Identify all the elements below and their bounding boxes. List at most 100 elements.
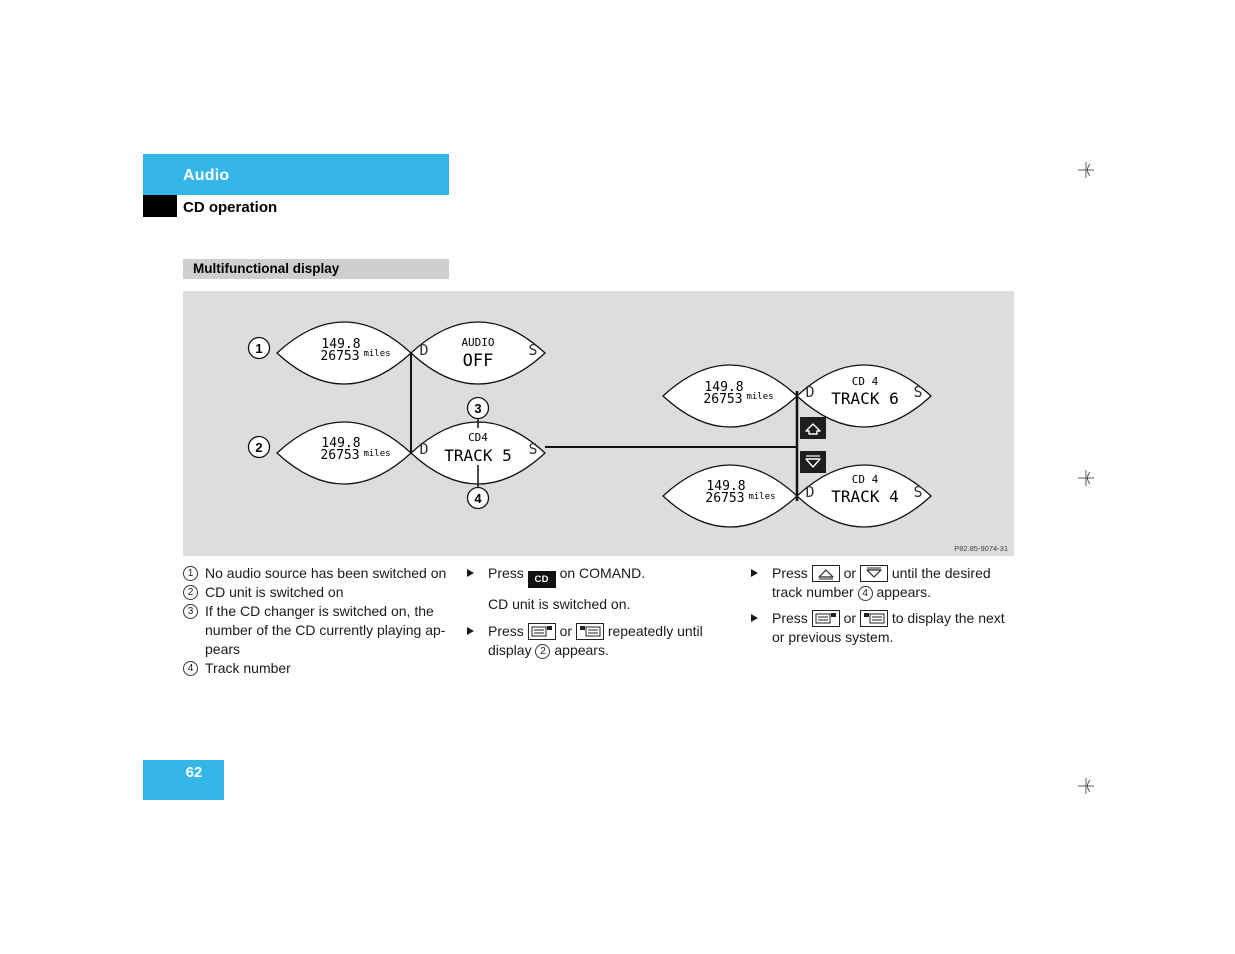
legend-text: pears <box>205 641 241 657</box>
display-2-right-lens <box>410 421 546 485</box>
subsection-title: CD operation <box>183 199 278 216</box>
instruction-step: Press CD on COMAND. <box>466 564 722 588</box>
down-key-icon <box>800 451 826 473</box>
instructions-column-3: Press or until the desired track number … <box>750 564 1012 654</box>
legend-item: 4 Track number <box>183 659 453 678</box>
callout-1: 1 <box>247 336 271 360</box>
step-text: or <box>559 623 573 639</box>
legend-text: number of the CD currently playing ap- <box>205 622 446 638</box>
cd-key-label: CD <box>534 574 549 585</box>
system-previous-key-icon <box>527 623 556 640</box>
callout-number: 2 <box>255 440 262 455</box>
step-text: to display the next <box>891 610 1005 626</box>
step-text: or <box>843 610 857 626</box>
cd-key-icon: CD <box>527 571 556 588</box>
figure-title-bar <box>183 259 449 279</box>
step-text: or previous system. <box>772 629 894 645</box>
step-text: appears. <box>876 584 931 600</box>
display-source-line: AUDIO <box>461 336 494 349</box>
display-d-label: D <box>805 483 814 501</box>
step-text: appears. <box>554 642 609 658</box>
display-reference-number: 2 <box>535 644 551 659</box>
callout-number: 1 <box>255 341 262 356</box>
instruction-step: Press or repeatedly until display 2 appe… <box>466 622 722 660</box>
step-text: or <box>843 565 857 581</box>
display-cd-number: CD4 <box>468 431 488 444</box>
arrow-right-icon <box>467 627 474 635</box>
section-header-bar <box>143 154 449 195</box>
up-key-icon <box>800 417 826 439</box>
callout-4: 4 <box>466 465 490 510</box>
display-s-label: S <box>913 483 922 501</box>
step-text: repeatedly until <box>607 623 703 639</box>
display-audio-off: 149.8 26753 miles D AUDIO OFF S <box>276 321 546 385</box>
callout-2: 2 <box>247 435 271 459</box>
step-text: track number <box>772 584 854 600</box>
arrow-right-icon <box>751 569 758 577</box>
step-text: Press <box>772 610 808 626</box>
section-title: Audio <box>183 167 230 184</box>
down-key-icon <box>859 565 888 582</box>
odometer: 26753 <box>320 349 359 364</box>
display-d-label: D <box>419 341 428 359</box>
step-text: Press <box>488 623 524 639</box>
crop-mark-icon <box>1078 162 1094 178</box>
legend-number: 2 <box>183 585 198 600</box>
crop-mark-icon <box>1078 778 1094 794</box>
callout-3: 3 <box>466 396 490 428</box>
display-4-right-lens <box>796 464 932 528</box>
display-d-label: D <box>805 383 814 401</box>
instructions-column-2: Press CD on COMAND. CD unit is switched … <box>466 564 722 667</box>
display-cd-track-4: 149.8 26753 miles D CD 4 TRACK 4 S <box>662 464 932 528</box>
odometer-unit: miles <box>363 349 390 359</box>
figure-title: Multifunctional display <box>193 261 340 276</box>
step-text: display <box>488 642 532 658</box>
legend-item: 2 CD unit is switched on <box>183 583 453 602</box>
instruction-step: Press or until the desired track number … <box>750 564 1012 602</box>
odometer: 26753 <box>703 392 742 407</box>
step-result: CD unit is switched on. <box>488 596 631 612</box>
display-track-line: TRACK 5 <box>444 446 511 465</box>
legend-number: 3 <box>183 604 198 619</box>
odometer-unit: miles <box>746 392 773 402</box>
display-3-right-lens <box>796 364 932 428</box>
legend-text: Track number <box>205 660 291 676</box>
trip-meter: 149.8 <box>704 380 743 395</box>
odometer: 26753 <box>705 491 744 506</box>
figure-id: P82.85-9074-31 <box>954 544 1008 553</box>
trip-meter: 149.8 <box>706 479 745 494</box>
trip-meter: 149.8 <box>321 337 360 352</box>
odometer-unit: miles <box>363 449 390 459</box>
display-track-line: TRACK 6 <box>831 389 898 408</box>
legend-number: 1 <box>183 566 198 581</box>
odometer: 26753 <box>320 448 359 463</box>
legend-list: 1 No audio source has been switched on 2… <box>183 564 453 678</box>
display-cd-track-6: 149.8 26753 miles D CD 4 TRACK 6 S <box>662 364 932 428</box>
legend-text: CD unit is switched on <box>205 584 344 600</box>
system-previous-key-icon <box>811 610 840 627</box>
up-key-icon <box>811 565 840 582</box>
trip-meter: 149.8 <box>321 436 360 451</box>
callout-number: 4 <box>474 491 482 506</box>
legend-item: 1 No audio source has been switched on <box>183 564 453 583</box>
display-1-right-lens <box>410 321 546 385</box>
page-number: 62 <box>185 764 203 781</box>
legend-item: 3 If the CD changer is switched on, the … <box>183 602 453 659</box>
system-next-key-icon <box>575 623 604 640</box>
step-text: Press <box>488 565 524 581</box>
multifunctional-display-figure: 149.8 26753 miles D AUDIO OFF S 149.8 26… <box>247 321 1008 553</box>
display-track-line: TRACK 4 <box>831 487 898 506</box>
display-status-line: OFF <box>463 351 494 371</box>
crop-mark-icon <box>1078 470 1094 486</box>
track-reference-number: 4 <box>857 586 873 601</box>
step-text: on COMAND. <box>559 565 646 581</box>
step-text: until the desired <box>891 565 991 581</box>
callout-number: 3 <box>474 401 481 416</box>
legend-text: No audio source has been switched on <box>205 565 447 581</box>
display-cd-number: CD 4 <box>852 473 879 486</box>
display-d-label: D <box>419 440 428 458</box>
display-cd-number: CD 4 <box>852 375 879 388</box>
arrow-right-icon <box>751 614 758 622</box>
system-next-key-icon <box>859 610 888 627</box>
step-text: Press <box>772 565 808 581</box>
